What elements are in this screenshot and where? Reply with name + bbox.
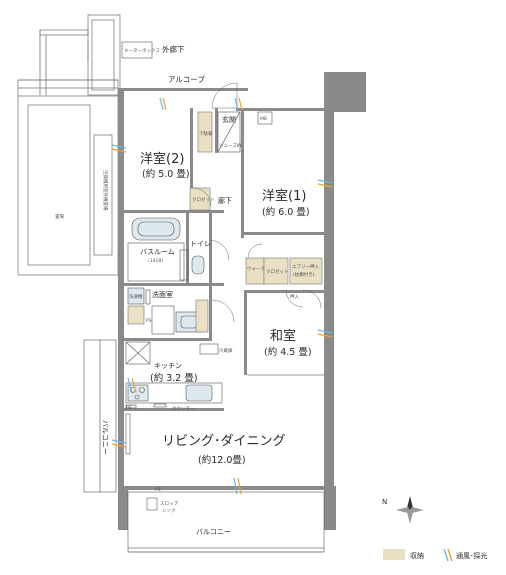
svg-text:PS: PS xyxy=(155,487,161,493)
kitchen-counter xyxy=(125,382,223,404)
counter-label: カウンター xyxy=(172,405,195,412)
partitions xyxy=(124,108,324,411)
washroom-label: 洗面室 xyxy=(152,290,173,299)
ac-unit-label: 空調機用室外機置場 xyxy=(102,170,109,211)
outdoor-unit-area: 置場 空調機用室外機置場 xyxy=(17,79,119,276)
closet-label: クロゼット xyxy=(266,268,289,275)
compass-icon: N xyxy=(382,496,424,524)
bathroom-label: バスルーム xyxy=(140,248,175,256)
tatami-area: (約 4.5 畳) xyxy=(264,346,312,358)
ps-label-1: PS xyxy=(146,318,152,324)
ventilation-markers xyxy=(111,97,333,495)
kitchen-label: キッチン xyxy=(154,362,182,370)
meter-box-label: メーターボックス xyxy=(124,47,160,54)
svg-text:シンク: シンク xyxy=(162,508,176,514)
bedroom2-area: (約 5.0 畳) xyxy=(142,168,190,180)
svg-text:押入: 押入 xyxy=(290,293,299,300)
slop-sink xyxy=(146,497,158,511)
svg-text:下駄箱: 下駄箱 xyxy=(199,130,213,137)
svg-text:冷蔵庫: 冷蔵庫 xyxy=(219,347,233,354)
bath-size-label: (1418) xyxy=(148,258,163,264)
exterior-corridor-area xyxy=(39,14,121,96)
walk-in-label: ウォーク xyxy=(247,265,265,272)
bedroom2-label: 洋室(2) xyxy=(140,151,184,167)
entry-door[interactable] xyxy=(211,82,238,109)
stove xyxy=(127,384,149,402)
entrance-label: 玄関 xyxy=(222,115,236,124)
storage-entry-sub: (枕棚付き) xyxy=(293,271,315,278)
balcony-bottom-label: バルコニー xyxy=(196,528,231,536)
washing-machine-spot xyxy=(127,287,145,305)
bedroom1-area: (約 6.0 畳) xyxy=(262,206,310,218)
ventilation-icon xyxy=(443,548,453,562)
svg-text:クロゼット: クロゼット xyxy=(192,196,215,203)
ldk-area: (約12.0畳) xyxy=(198,454,246,466)
side-balcony xyxy=(83,339,117,493)
legend: 収納 通風･採光 xyxy=(383,548,488,562)
bottom-balcony xyxy=(127,491,325,553)
toilet-label: トイレ xyxy=(190,240,211,248)
ldk-label: リビング･ダイニング xyxy=(162,434,286,449)
tatami-label: 和室 xyxy=(270,328,296,344)
compass-n-label: N xyxy=(382,498,387,506)
corridor-label: 外廊下 xyxy=(162,44,185,54)
outer-walls xyxy=(118,72,366,530)
hallway-label: 廊下 xyxy=(218,196,232,205)
shoes-label: シューズIN xyxy=(219,142,241,149)
storage-entry-label: エブリー押入 xyxy=(292,263,319,270)
toilet-fixture xyxy=(191,255,205,275)
alcove-label: アルコーブ xyxy=(168,74,205,84)
bedroom1-label: 洋室(1) xyxy=(262,188,306,204)
legend-storage-label: 収納 xyxy=(410,551,424,560)
shoe-box xyxy=(197,111,213,153)
balcony-side-label: バルコニー xyxy=(101,420,109,455)
wash-machine-label: 洗濯機 xyxy=(129,293,143,300)
slop-sink-label: スロップ xyxy=(160,501,178,507)
legend-ventilation-label: 通風･採光 xyxy=(456,551,488,560)
bathtub xyxy=(131,217,181,241)
sink xyxy=(185,384,213,402)
shed-label: 置場 xyxy=(55,213,64,220)
mb-label: MB xyxy=(260,116,267,122)
kitchen-area: (約 3.2 畳) xyxy=(150,372,198,384)
legend-storage-swatch xyxy=(383,549,405,560)
